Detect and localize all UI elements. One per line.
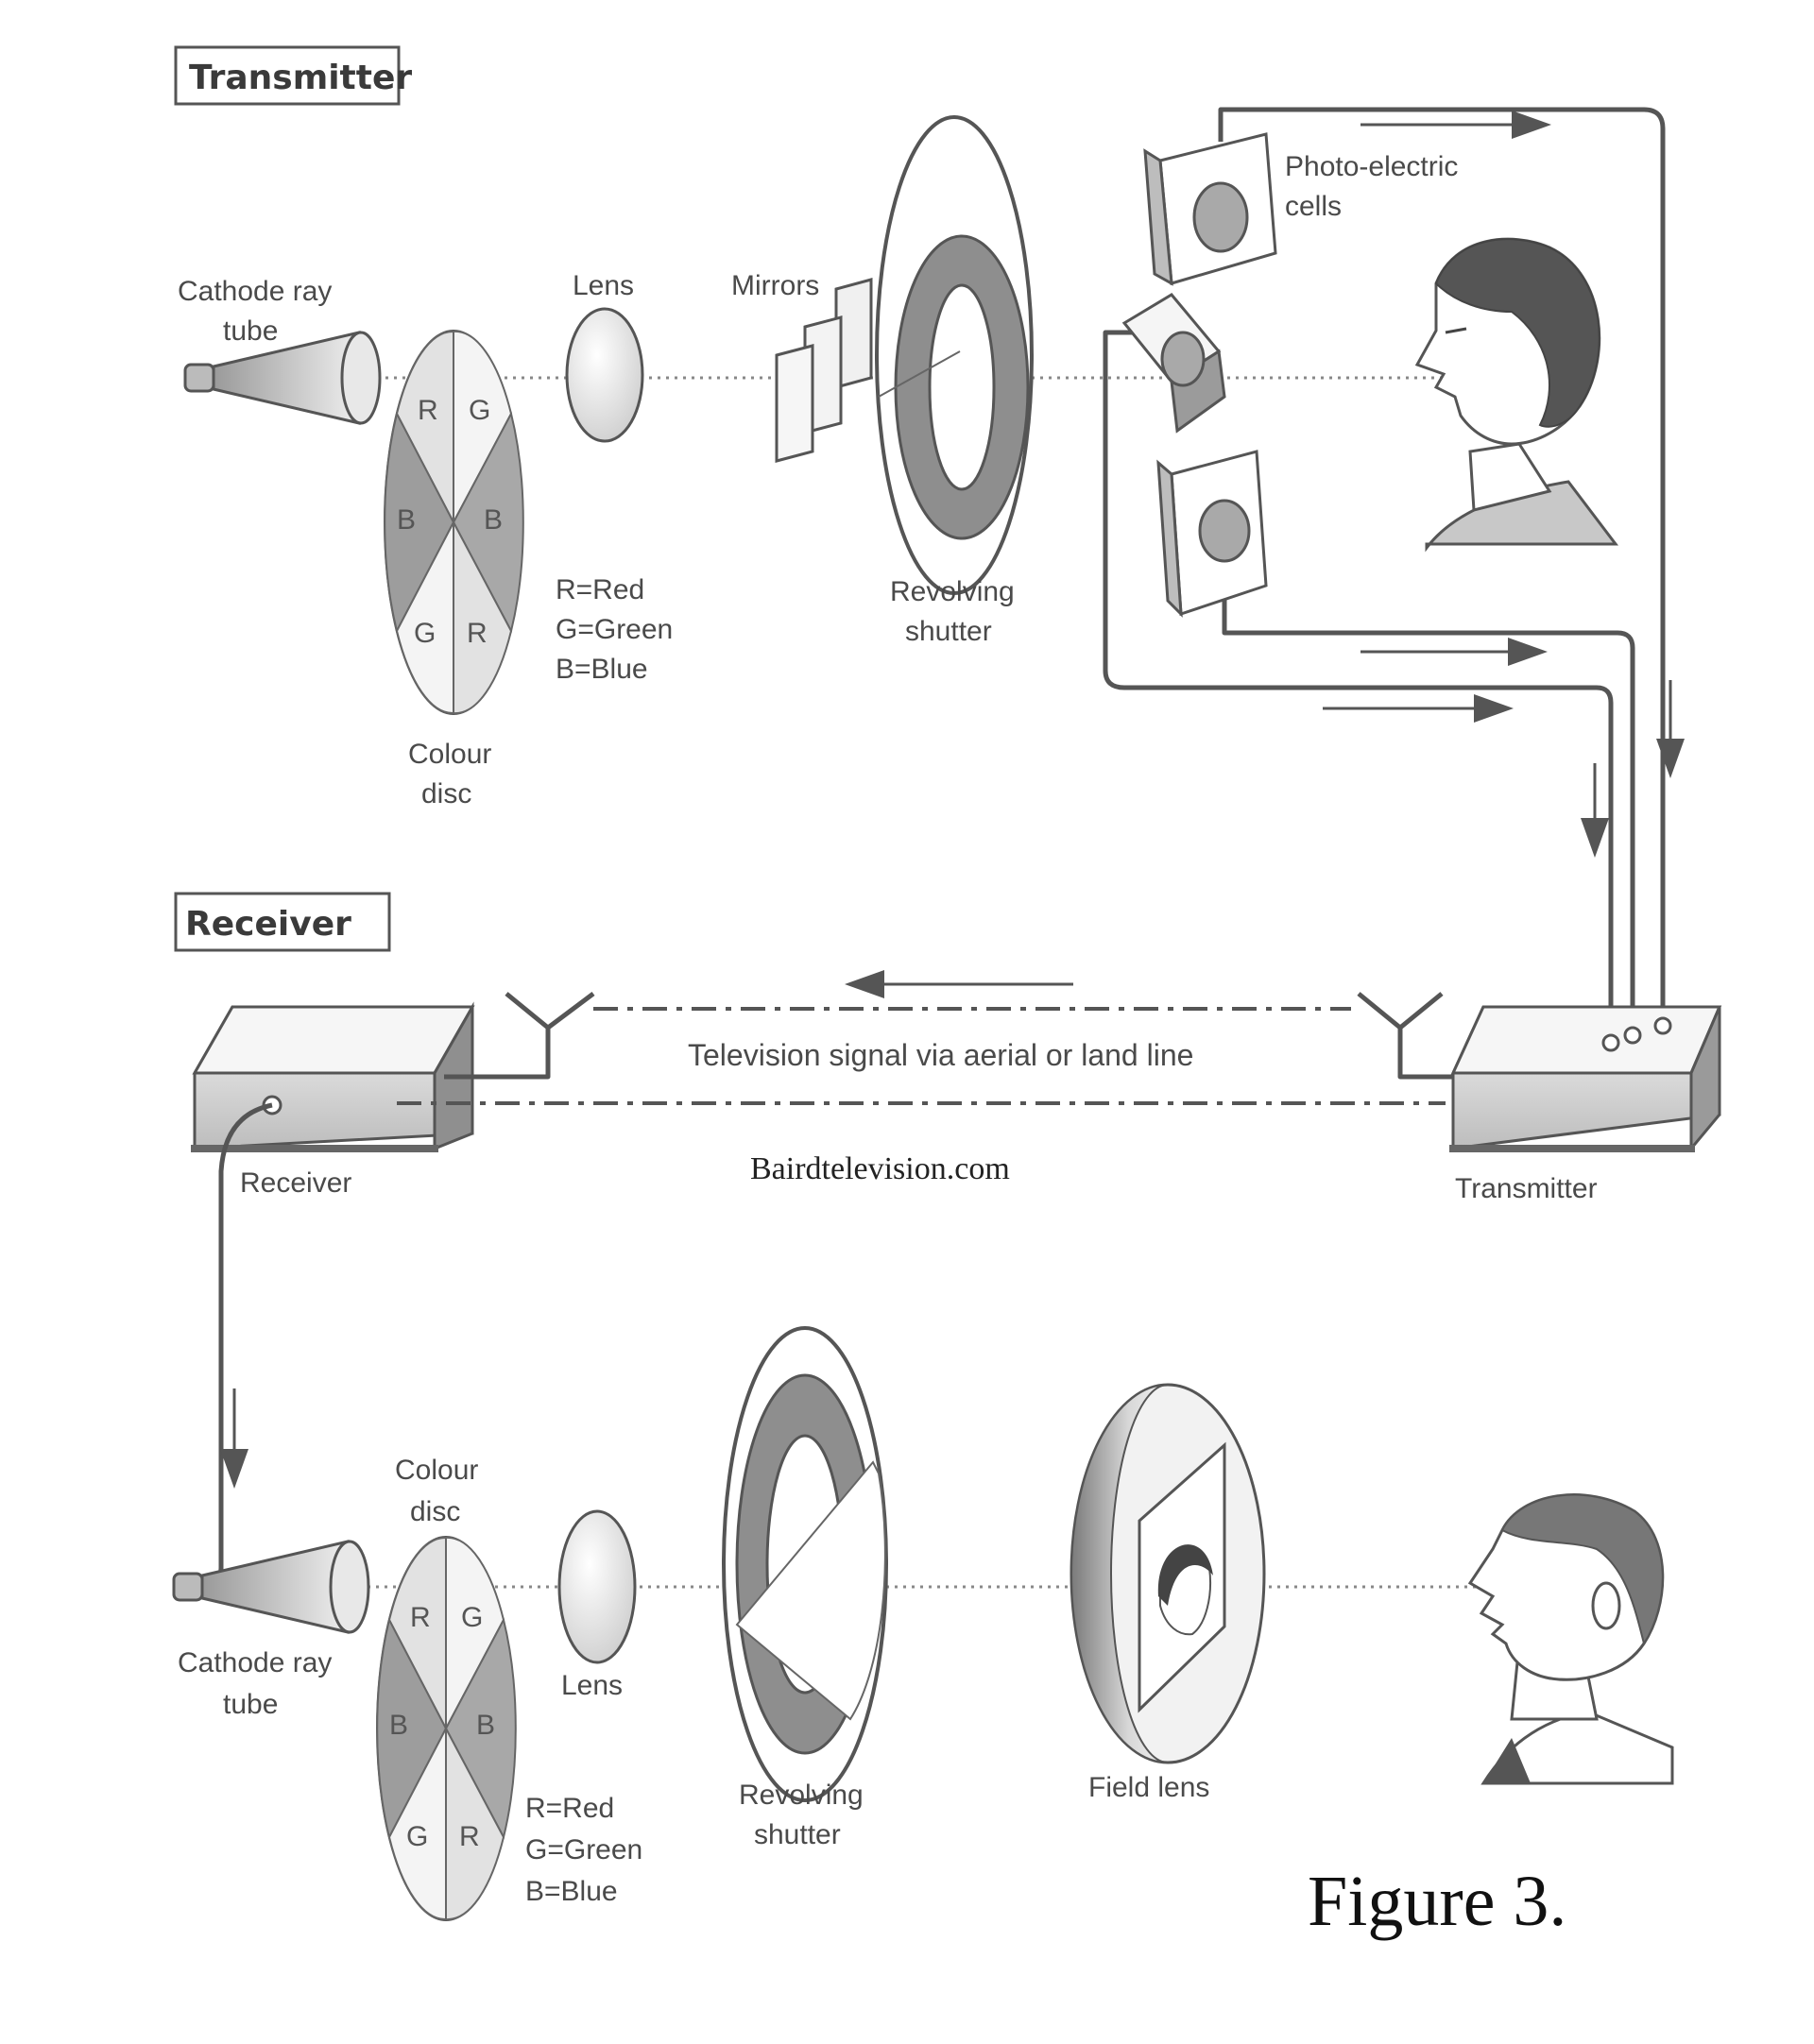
receiver-colour-disc-label-2: disc [410,1496,460,1527]
transmitter-legend-green: G=Green [556,614,673,645]
transmitter-colour-disc-label-2: disc [421,778,471,809]
receiver-header-box [174,892,391,952]
receiver-disc-seg-r1: R [410,1602,431,1633]
field-lens-image-hair-icon [1157,1544,1213,1606]
transmitter-aerial-icon [1357,992,1453,1080]
receiver-cathode-ray-tube [172,1540,370,1634]
photo-electric-cell-top [1143,132,1277,286]
link-section: Receiver Receiver Transmitter [174,892,1722,1590]
receiver-disc-seg-b1: B [389,1710,408,1741]
receiver-revolving-shutter [722,1326,888,1802]
receiver-lens-label: Lens [561,1670,623,1701]
photo-cells-label-2: cells [1285,191,1342,222]
wire-top-cell [1218,107,1666,1018]
transmitter-revolving-shutter [875,115,1034,595]
wire-bottom-cell [1222,599,1635,1028]
transmitter-legend-blue: B=Blue [556,654,648,685]
transmitter-shutter-label-2: shutter [905,616,992,647]
transmitter-disc-seg-b1: B [397,504,416,536]
transmitter-legend-red: R=Red [556,574,644,605]
watermark: Bairdtelevision.com [750,1151,1010,1186]
receiver-disc-seg-r2: R [459,1821,480,1852]
transmitter-disc-seg-g2: G [414,618,436,649]
receiver-crt-label-2: tube [223,1689,278,1720]
receiver-box-label: Receiver [240,1167,351,1199]
receiver-legend-blue: B=Blue [525,1876,618,1907]
receiver-shutter-label-1: Revolving [739,1780,864,1811]
wire-middle-cell [1103,330,1614,1035]
transmitter-mirrors [775,278,873,463]
transmitter-section: Transmitter Cathode ray tube R G B B G R… [174,45,1685,1035]
transmitter-disc-seg-r2: R [467,618,488,649]
receiver-section: Cathode ray tube R G B B G R Colour disc… [172,1326,1674,1941]
receiver-colour-disc [376,1536,517,1921]
receiver-header: Receiver [185,905,351,944]
transmitter-box-label: Transmitter [1455,1173,1598,1204]
transmitter-lens [565,307,644,443]
figure-caption: Figure 3. [1308,1862,1566,1941]
receiver-legend-green: G=Green [525,1834,642,1865]
field-lens [1070,1383,1266,1764]
receiver-crt-label-1: Cathode ray [178,1647,332,1678]
transmitter-crt-label-1: Cathode ray [178,276,332,307]
field-lens-label: Field lens [1088,1772,1209,1803]
photo-electric-cell-middle [1121,293,1226,434]
transmitter-shutter-label-1: Revolving [890,576,1015,607]
receiver-box [191,1001,475,1152]
transmitter-header-box [174,45,401,106]
transmitter-disc-seg-g1: G [469,395,490,426]
transmitter-lens-label: Lens [573,270,634,301]
receiver-aerial-icon [444,992,595,1080]
viewer-man-head [1467,1493,1674,1785]
photo-cells-label-1: Photo-electric [1285,151,1458,182]
receiver-disc-seg-b2: B [476,1710,495,1741]
receiver-disc-seg-g2: G [406,1821,428,1852]
transmitter-disc-seg-r1: R [418,395,438,426]
transmitter-mirrors-label: Mirrors [731,270,819,301]
transmitter-disc-seg-b2: B [484,504,503,536]
receiver-legend-red: R=Red [525,1793,614,1824]
photo-electric-cell-bottom [1156,450,1268,618]
transmitter-colour-disc-label-1: Colour [408,739,491,770]
receiver-shutter-label-2: shutter [754,1819,841,1850]
transmitter-cathode-ray-tube [183,331,382,425]
receiver-colour-disc-label-1: Colour [395,1455,478,1486]
transmitter-crt-label-2: tube [223,315,278,347]
receiver-lens [557,1509,637,1664]
signal-label: Television signal via aerial or land lin… [688,1038,1193,1072]
receiver-disc-seg-g1: G [461,1602,483,1633]
transmitter-header: Transmitter [189,59,412,97]
transmitter-box [1449,1005,1722,1153]
subject-woman-head [1414,237,1619,553]
transmitter-colour-disc [384,330,524,715]
